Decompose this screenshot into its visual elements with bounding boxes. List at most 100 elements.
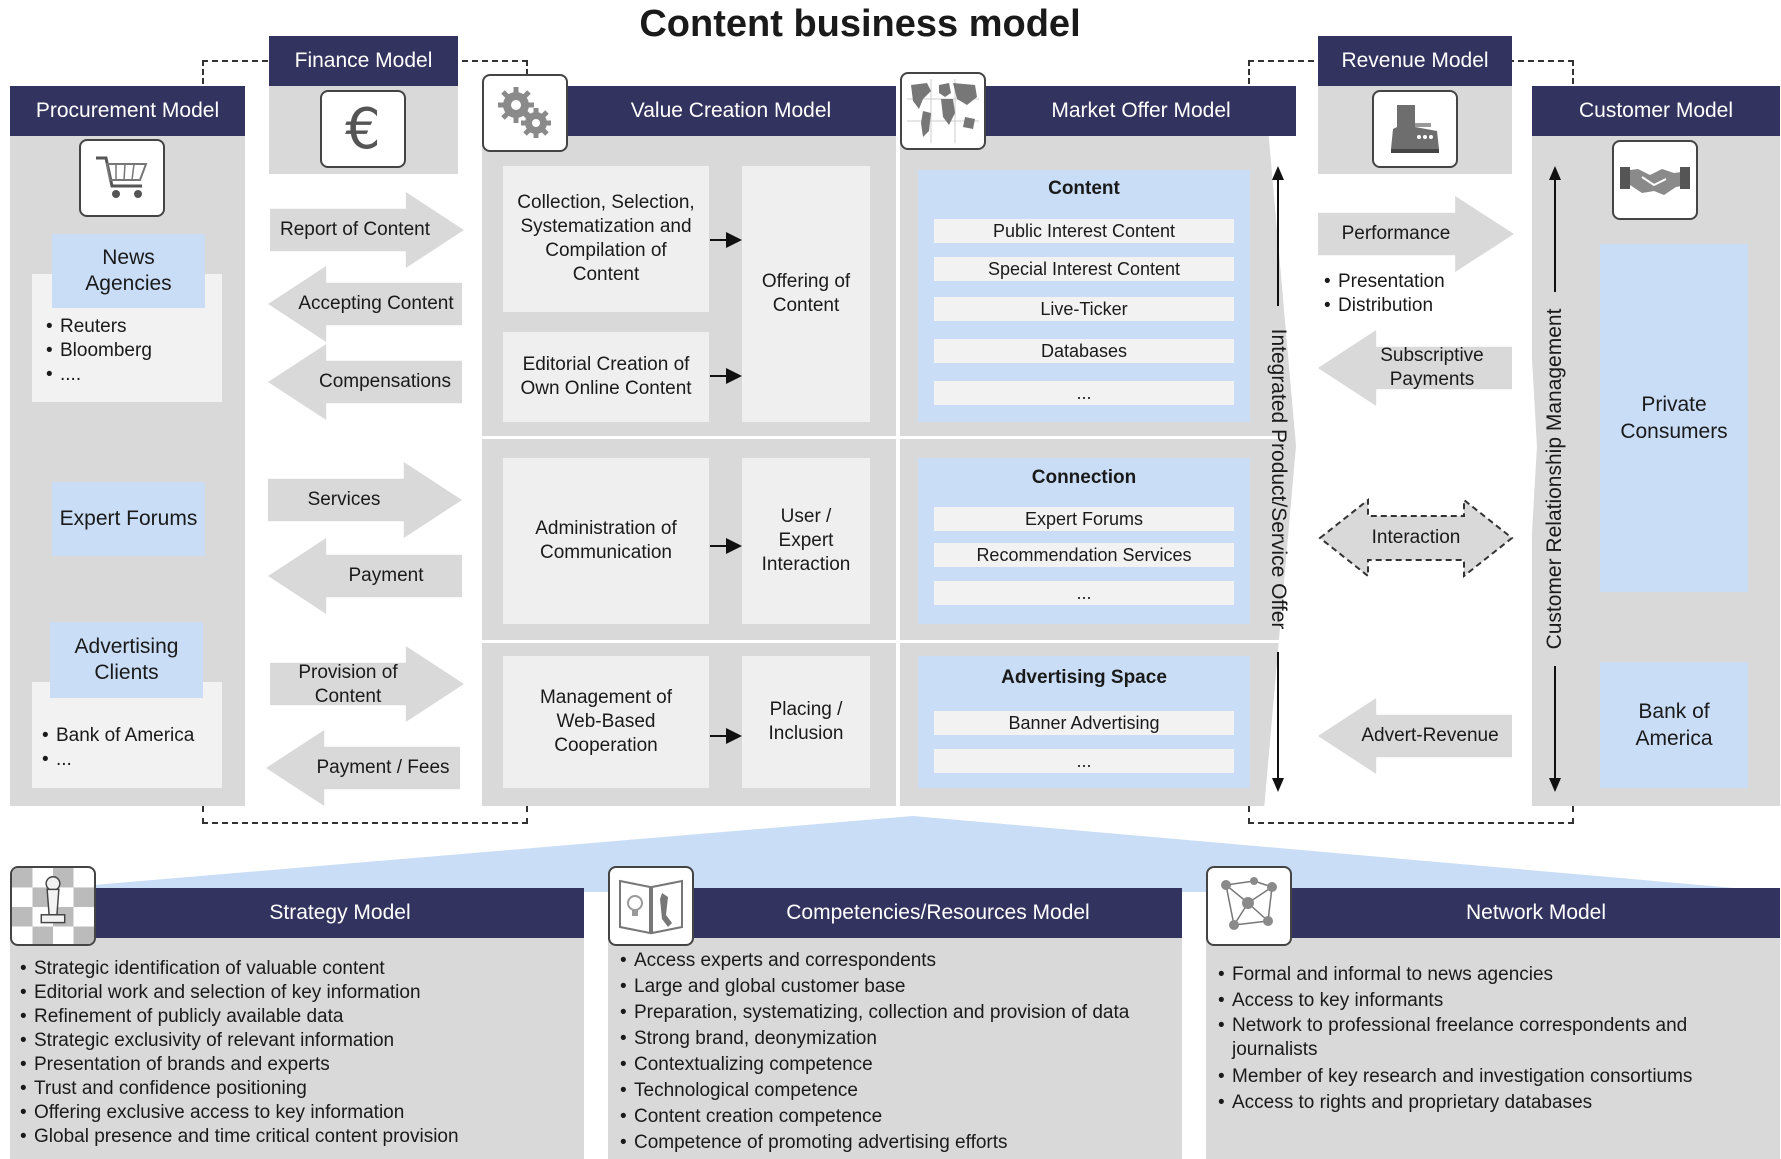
interaction-arrow — [1318, 498, 1514, 578]
bank-of-america-box: Bank of America — [1600, 662, 1748, 788]
world-map-icon — [900, 72, 986, 150]
list-item: Strong brand, deonymization — [620, 1026, 1180, 1052]
performance-list: Presentation Distribution — [1324, 270, 1504, 318]
market-offer-header: Market Offer Model — [986, 86, 1296, 136]
report-of-content-label: Report of Content — [280, 219, 430, 240]
market-offer-divider-1 — [900, 436, 1286, 439]
advertising-clients-list: Bank of America ... — [42, 724, 222, 772]
finance-header: Finance Model — [269, 36, 458, 86]
foundation-fan — [10, 816, 1780, 892]
private-consumers-box: Private Consumers — [1600, 244, 1748, 592]
advertising-offer-title: Advertising Space — [1001, 667, 1167, 688]
market-offer-divider-2 — [900, 640, 1286, 643]
list-item: Technological competence — [620, 1078, 1180, 1104]
crm-label: Customer Relationship Management — [1543, 308, 1566, 650]
advert-revenue-label: Advert-Revenue — [1361, 725, 1499, 746]
payment-fees-label: Payment / Fees — [316, 757, 450, 778]
list-item: Large and global customer base — [620, 974, 1180, 1000]
list-item: Member of key research and investigation… — [1218, 1064, 1738, 1090]
list-item: ... — [42, 748, 222, 772]
handshake-icon — [1612, 140, 1698, 220]
value-creation-arrows — [710, 232, 742, 744]
expert-forums-label: Expert Forums — [52, 482, 205, 556]
offering-of-content-box: Offering of Content — [742, 166, 870, 422]
list-item: Refinement of publicly available data — [20, 1005, 580, 1029]
integrated-offer-label: Integrated Product/Service Offer — [1267, 328, 1290, 630]
content-item: Special Interest Content — [934, 257, 1234, 281]
list-item: Presentation — [1324, 270, 1504, 294]
euro-icon: € — [320, 90, 406, 168]
page-title: Content business model — [639, 2, 1081, 45]
list-item: Reuters — [46, 315, 216, 339]
provision-of-content-label: Provision of Content — [298, 662, 398, 707]
interaction-label: Interaction — [1371, 527, 1461, 548]
services-label: Services — [307, 489, 381, 510]
list-item: Access to rights and proprietary databas… — [1218, 1090, 1738, 1116]
integrated-offer-arrow — [1272, 166, 1284, 792]
list-item: Global presence and time critical conten… — [20, 1125, 580, 1149]
list-item: Presentation of brands and experts — [20, 1053, 580, 1077]
customer-header: Customer Model — [1532, 86, 1780, 136]
advertising-clients-label: Advertising Clients — [50, 622, 203, 698]
network-header: Network Model — [1292, 888, 1780, 938]
crm-arrow — [1549, 166, 1561, 792]
connection-item: Recommendation Services — [934, 543, 1234, 567]
tools-icon — [608, 866, 694, 946]
list-item: Access experts and correspondents — [620, 948, 1180, 974]
strategy-list: Strategic identification of valuable con… — [20, 957, 580, 1149]
revenue-connector-bottom — [1248, 806, 1574, 824]
gears-icon — [482, 74, 568, 152]
payment-label: Payment — [348, 565, 424, 586]
list-item: Preparation, systematizing, collection a… — [620, 1000, 1180, 1026]
performance-label: Performance — [1341, 223, 1451, 244]
competencies-list: Access experts and correspondents Large … — [620, 948, 1180, 1156]
editorial-creation-box: Editorial Creation of Own Online Content — [503, 332, 709, 422]
list-item: Offering exclusive access to key informa… — [20, 1101, 580, 1125]
cash-register-icon — [1372, 90, 1458, 168]
list-item: Access to key informants — [1218, 988, 1738, 1014]
subscriptive-payments-label: Subscriptive Payments — [1380, 345, 1484, 390]
content-offer-title: Content — [1048, 178, 1120, 199]
placing-inclusion-box: Placing / Inclusion — [742, 656, 870, 788]
shopping-cart-icon — [79, 139, 165, 217]
news-agencies-list: Reuters Bloomberg .... — [46, 315, 216, 387]
list-item: Formal and informal to news agencies — [1218, 962, 1738, 988]
advertising-item: Banner Advertising — [934, 711, 1234, 735]
collection-selection-box: Collection, Selection, Systematization a… — [503, 166, 709, 312]
content-item: ... — [934, 381, 1234, 405]
value-creation-divider-2 — [482, 640, 896, 643]
finance-connector-bottom — [202, 806, 528, 824]
list-item: Bloomberg — [46, 339, 216, 363]
chess-icon — [10, 866, 96, 946]
list-item: Distribution — [1324, 294, 1504, 318]
compensations-label: Compensations — [318, 371, 452, 392]
user-expert-interaction-box: User / Expert Interaction — [742, 458, 870, 624]
list-item: Bank of America — [42, 724, 222, 748]
strategy-header: Strategy Model — [96, 888, 584, 938]
advertising-item: ... — [934, 749, 1234, 773]
list-item: Contextualizing competence — [620, 1052, 1180, 1078]
content-item: Databases — [934, 339, 1234, 363]
accepting-content-label: Accepting Content — [298, 293, 454, 314]
competencies-header: Competencies/Resources Model — [694, 888, 1182, 938]
administration-communication-box: Administration of Communication — [503, 458, 709, 624]
list-item: .... — [46, 363, 216, 387]
list-item: Strategic exclusivity of relevant inform… — [20, 1029, 580, 1053]
value-creation-header: Value Creation Model — [566, 86, 896, 136]
list-item: Editorial work and selection of key info… — [20, 981, 580, 1005]
list-item: Trust and confidence positioning — [20, 1077, 580, 1101]
procurement-header: Procurement Model — [10, 86, 245, 136]
connection-item: Expert Forums — [934, 507, 1234, 531]
content-item: Live-Ticker — [934, 297, 1234, 321]
news-agencies-label: News Agencies — [52, 234, 205, 308]
content-item: Public Interest Content — [934, 219, 1234, 243]
content-offer-box — [918, 170, 1250, 422]
connection-offer-title: Connection — [1031, 467, 1137, 488]
list-item: Network to professional freelance corres… — [1218, 1014, 1738, 1064]
list-item: Competence of promoting advertising effo… — [620, 1130, 1180, 1156]
network-list: Formal and informal to news agencies Acc… — [1218, 962, 1738, 1116]
list-item: Strategic identification of valuable con… — [20, 957, 580, 981]
web-cooperation-box: Management of Web-Based Cooperation — [503, 656, 709, 788]
revenue-header: Revenue Model — [1318, 36, 1512, 86]
network-icon — [1206, 866, 1292, 946]
